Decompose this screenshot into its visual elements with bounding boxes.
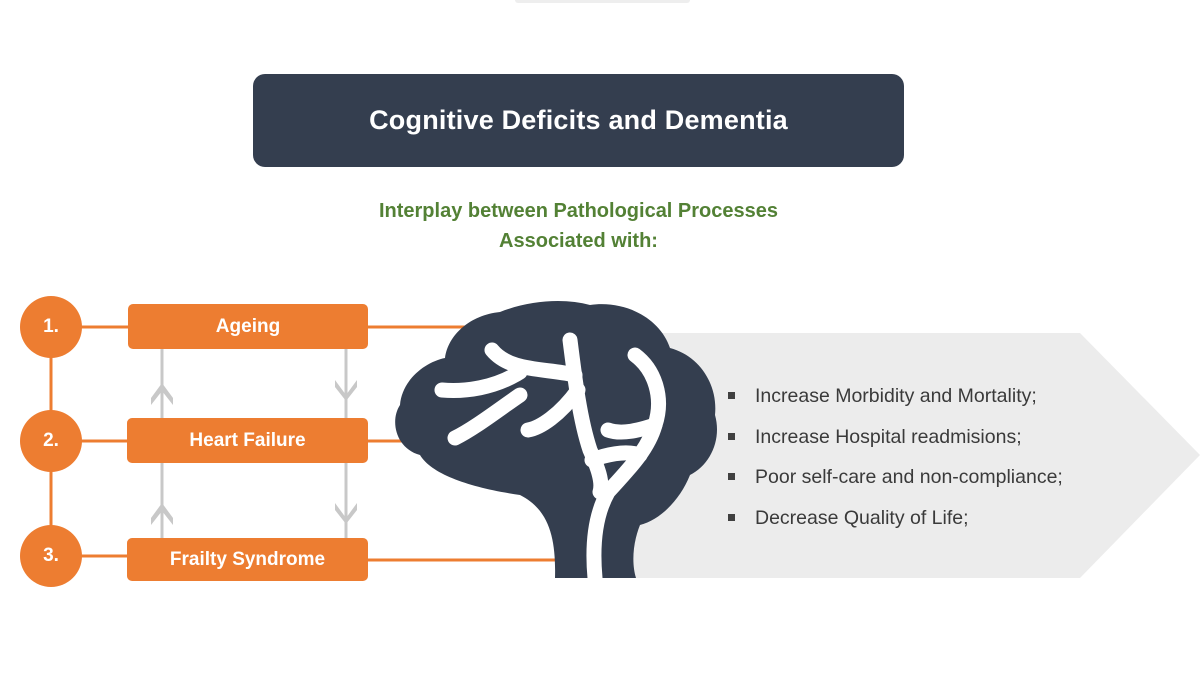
outcome-text: Increase Morbidity and Mortality; — [755, 385, 1037, 407]
top-decoration — [515, 0, 690, 3]
outcome-arrow-band — [585, 333, 1200, 578]
factor-frailty-syndrome-box: Frailty Syndrome — [127, 538, 368, 581]
square-bullet-icon — [728, 473, 735, 480]
factor-ageing-label: Ageing — [215, 315, 281, 337]
list-item: Increase Morbidity and Mortality; — [728, 378, 1168, 419]
factor-ageing-box: Ageing — [128, 304, 368, 349]
step-1-number: 1. — [43, 316, 59, 337]
step-2-badge: 2. — [20, 410, 82, 472]
step-3-badge: 3. — [20, 525, 82, 587]
factor-frailty-syndrome-label: Frailty Syndrome — [169, 548, 326, 570]
outcomes-list: Increase Morbidity and Mortality; Increa… — [728, 378, 1168, 540]
brain-icon — [395, 300, 718, 586]
list-item: Poor self-care and non-compliance; — [728, 459, 1168, 500]
square-bullet-icon — [728, 392, 735, 399]
subtitle-line-2: Associated with: — [499, 230, 658, 252]
subtitle-line-1: Interplay between Pathological Processes — [378, 200, 779, 222]
list-item: Decrease Quality of Life; — [728, 500, 1168, 541]
chevron-up-arrow-icon — [151, 383, 173, 525]
step-1-badge: 1. — [20, 296, 82, 358]
outcome-text: Increase Hospital readmisions; — [755, 425, 1022, 448]
page-title: Cognitive Deficits and Dementia — [369, 105, 788, 135]
step-2-number: 2. — [43, 430, 59, 451]
square-bullet-icon — [728, 513, 735, 521]
outcome-text: Decrease Quality of Life; — [755, 506, 969, 529]
list-item: Increase Hospital readmisions; — [728, 419, 1168, 460]
chevron-down-arrow-icon — [335, 380, 357, 524]
title-banner: Cognitive Deficits and Dementia — [253, 74, 904, 167]
factor-heart-failure-label: Heart Failure — [189, 429, 306, 451]
subtitle: Interplay between Pathological Processes… — [300, 196, 857, 256]
outcome-text: Poor self-care and non-compliance; — [755, 466, 1063, 488]
step-3-number: 3. — [43, 545, 59, 566]
square-bullet-icon — [728, 432, 735, 440]
factor-heart-failure-box: Heart Failure — [127, 418, 368, 463]
